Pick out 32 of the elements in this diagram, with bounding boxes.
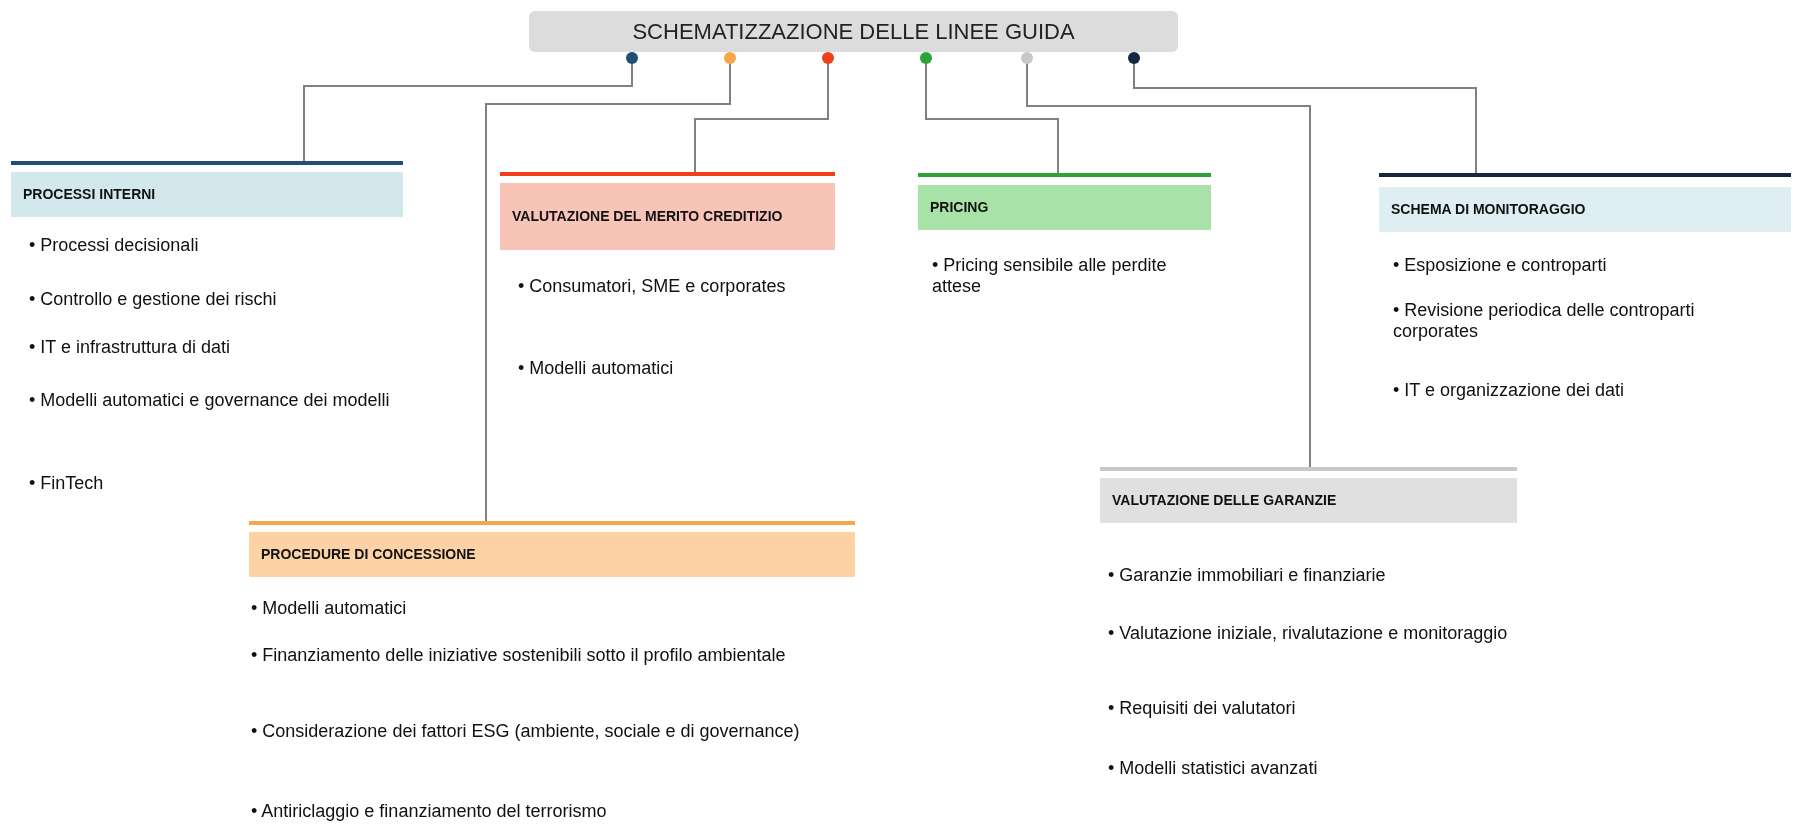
bullet-item: • Modelli automatici e governance dei modelli <box>29 390 391 412</box>
connector-line <box>303 52 638 162</box>
category-header: VALUTAZIONE DELLE GARANZIE <box>1100 478 1517 523</box>
bullet-item: • Pricing sensibile alle perdite attese <box>932 255 1168 298</box>
bullet-item: • Modelli automatici <box>251 598 408 620</box>
bullet-item: • IT e organizzazione dei dati <box>1393 380 1626 402</box>
bullet-item: • Finanziamento delle iniziative sostenibili sotto il profilo ambientale <box>251 645 787 667</box>
bullet-item: • Modelli statistici avanzati <box>1108 758 1319 780</box>
category-header: PROCEDURE DI CONCESSIONE <box>249 532 855 577</box>
bullet-item: • Modelli automatici <box>518 358 675 380</box>
category-header: SCHEMA DI MONITORAGGIO <box>1379 187 1791 232</box>
bullet-item: • Consumatori, SME e corporates <box>518 276 787 298</box>
connector-line <box>1128 52 1477 174</box>
category-header: VALUTAZIONE DEL MERITO CREDITIZIO <box>500 183 835 250</box>
bullet-item: • Requisiti dei valutatori <box>1108 698 1297 720</box>
bullet-item: • Antiriclaggio e finanziamento del terrorismo <box>251 801 608 823</box>
bullet-item: • FinTech <box>29 473 105 495</box>
connector-line <box>694 52 834 173</box>
bullet-item: • Controllo e gestione dei rischi <box>29 289 278 311</box>
connector-line <box>1021 52 1311 468</box>
connector-line <box>920 52 1059 174</box>
category-header: PROCESSI INTERNI <box>11 172 403 217</box>
bullet-item: • Garanzie immobiliari e finanziarie <box>1108 565 1387 587</box>
title-box: SCHEMATIZZAZIONE DELLE LINEE GUIDA <box>529 11 1178 52</box>
bullet-item: • Valutazione iniziale, rivalutazione e monitoraggio <box>1108 623 1508 645</box>
bullet-item: • Considerazione dei fattori ESG (ambiente, sociale e di governance) <box>251 721 801 743</box>
bullet-item: • Processi decisionali <box>29 235 200 257</box>
bullet-item: • IT e infrastruttura di dati <box>29 337 232 359</box>
bullet-item: • Esposizione e controparti <box>1393 255 1608 277</box>
category-header: PRICING <box>918 185 1211 230</box>
bullet-item: • Revisione periodica delle controparti corporates <box>1393 300 1696 343</box>
connector-line <box>485 52 736 522</box>
